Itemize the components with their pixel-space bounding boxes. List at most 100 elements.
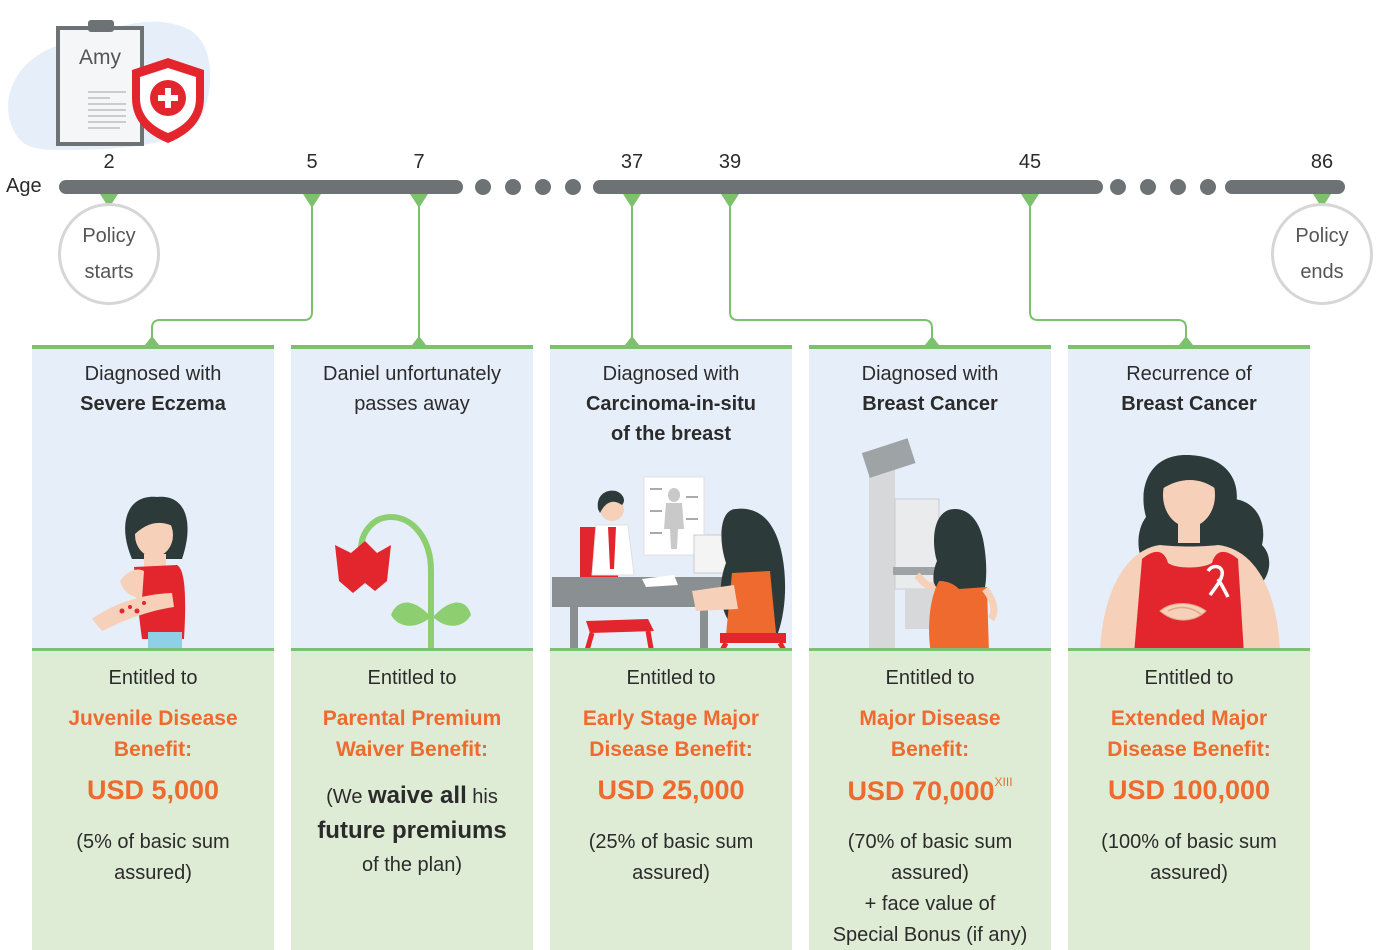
- entitled-label: Entitled to: [885, 667, 975, 689]
- note-line: + face value of: [864, 893, 996, 915]
- benefit-line: Disease Benefit:: [1107, 738, 1271, 761]
- connector-lines: [108, 204, 1323, 345]
- waiver-text: his: [466, 786, 498, 808]
- benefit-note: (70% of basic sum assured) + face value …: [809, 827, 1051, 950]
- event-line: Diagnosed with: [84, 363, 222, 385]
- event-condition: Carcinoma-in-situ: [585, 393, 757, 415]
- note-line: (25% of basic sum: [588, 831, 754, 853]
- event-text: Diagnosed with Severe Eczema: [32, 359, 274, 419]
- card-event-panel: Diagnosed with Breast Cancer: [809, 345, 1051, 654]
- header-illustration: [8, 20, 211, 150]
- card-benefit-panel: Entitled to Early Stage Major Disease Be…: [550, 648, 792, 950]
- footnote-marker: XIII: [994, 775, 1013, 789]
- age-86: 86: [1310, 151, 1334, 173]
- waiver-emphasis: future premiums: [317, 817, 507, 844]
- event-line: Daniel unfortunately: [323, 363, 501, 385]
- card-event-panel: Diagnosed with Severe Eczema: [32, 345, 274, 654]
- benefit-line: Parental Premium: [322, 707, 502, 730]
- card-event-panel: Diagnosed with Carcinoma-in-situ of the …: [550, 345, 792, 654]
- child-eczema-illustration: [92, 496, 188, 654]
- benefit-name: Juvenile Disease Benefit:: [32, 703, 274, 765]
- benefit-line: Benefit:: [890, 738, 970, 761]
- age-axis-label: Age: [6, 175, 42, 197]
- note-line: assured): [114, 862, 192, 884]
- timeline-gap-dots: [475, 179, 1216, 195]
- waiver-text: (We: [326, 786, 368, 808]
- benefit-line: Waiver Benefit:: [335, 738, 489, 761]
- age-37: 37: [620, 151, 644, 173]
- benefit-card-premium-waiver: Daniel unfortunately passes away Entitle…: [291, 345, 533, 950]
- benefit-name: Major Disease Benefit:: [809, 703, 1051, 765]
- benefit-note: (25% of basic sum assured): [550, 827, 792, 889]
- card-event-panel: Recurrence of Breast Cancer: [1068, 345, 1310, 654]
- benefit-note: (100% of basic sum assured): [1068, 827, 1310, 889]
- card-benefit-panel: Entitled to Juvenile Disease Benefit: US…: [32, 648, 274, 950]
- event-condition: Breast Cancer: [1121, 393, 1257, 415]
- note-line: (5% of basic sum: [76, 831, 230, 853]
- card-benefit-panel: Entitled to Extended Major Disease Benef…: [1068, 648, 1310, 950]
- doctor-consultation-illustration: [552, 476, 789, 654]
- entitled-label: Entitled to: [1144, 667, 1234, 689]
- event-line: passes away: [354, 393, 470, 415]
- note-line: assured): [891, 862, 969, 884]
- age-45: 45: [1018, 151, 1042, 173]
- mammogram-illustration: [861, 438, 998, 654]
- note-line: assured): [632, 862, 710, 884]
- benefit-name: Extended Major Disease Benefit:: [1068, 703, 1310, 765]
- policy-ends-badge: Policy ends: [1271, 203, 1373, 305]
- benefit-name: Parental Premium Waiver Benefit:: [291, 703, 533, 765]
- policy-starts-badge: Policy starts: [58, 203, 160, 305]
- note-line: assured): [1150, 862, 1228, 884]
- note-line: Special Bonus (if any): [832, 924, 1028, 946]
- event-line: Diagnosed with: [602, 363, 740, 385]
- age-markers: [100, 194, 1331, 345]
- event-condition: Severe Eczema: [80, 393, 226, 415]
- benefit-card-extended-major: Recurrence of Breast Cancer Entitled to …: [1068, 345, 1310, 950]
- event-text: Diagnosed with Breast Cancer: [809, 359, 1051, 419]
- event-line: Recurrence of: [1126, 363, 1252, 385]
- event-text: Daniel unfortunately passes away: [291, 359, 533, 419]
- card-benefit-panel: Entitled to Parental Premium Waiver Bene…: [291, 648, 533, 950]
- benefit-card-major-disease: Diagnosed with Breast Cancer Entitled to…: [809, 345, 1051, 950]
- card-benefit-panel: Entitled to Major Disease Benefit: USD 7…: [809, 648, 1051, 950]
- benefit-name: Early Stage Major Disease Benefit:: [550, 703, 792, 765]
- waiver-description: (We waive all his future premiums of the…: [291, 779, 533, 882]
- age-2: 2: [103, 151, 115, 173]
- event-condition: of the breast: [610, 423, 732, 445]
- patient-name: Amy: [79, 46, 121, 69]
- policy-ends-line1: Policy: [1295, 225, 1349, 247]
- policy-starts-line2: starts: [84, 261, 134, 283]
- amount-value: USD 70,000: [847, 776, 995, 806]
- event-text: Diagnosed with Carcinoma-in-situ of the …: [550, 359, 792, 449]
- benefit-amount: USD 70,000XIII: [809, 775, 1051, 807]
- benefit-line: Early Stage Major: [582, 707, 760, 730]
- event-text: Recurrence of Breast Cancer: [1068, 359, 1310, 419]
- shield-icon: [132, 58, 204, 143]
- waiver-text: of the plan): [361, 854, 463, 876]
- entitled-label: Entitled to: [367, 667, 457, 689]
- wilted-flower-illustration: [335, 513, 471, 654]
- benefit-line: Juvenile Disease: [68, 707, 238, 730]
- card-event-panel: Daniel unfortunately passes away: [291, 345, 533, 654]
- age-5: 5: [306, 151, 318, 173]
- event-line: Diagnosed with: [861, 363, 999, 385]
- woman-awareness-ribbon-illustration: [1100, 455, 1280, 654]
- entitled-label: Entitled to: [626, 667, 716, 689]
- benefit-amount: USD 5,000: [86, 775, 220, 805]
- benefit-line: Extended Major: [1110, 707, 1268, 730]
- note-line: (70% of basic sum: [847, 831, 1013, 853]
- benefit-amount: USD 25,000: [597, 775, 745, 805]
- waiver-emphasis: waive all: [368, 782, 467, 809]
- age-7: 7: [413, 151, 425, 173]
- age-39: 39: [718, 151, 742, 173]
- benefit-amount: USD 100,000: [1107, 775, 1271, 805]
- benefit-card-early-stage: Diagnosed with Carcinoma-in-situ of the …: [550, 345, 792, 950]
- benefit-line: Benefit:: [113, 738, 193, 761]
- benefit-line: Disease Benefit:: [589, 738, 753, 761]
- benefit-line: Major Disease: [859, 707, 1001, 730]
- policy-ends-line2: ends: [1300, 261, 1344, 283]
- benefit-card-juvenile: Diagnosed with Severe Eczema Entitled to…: [32, 345, 274, 950]
- policy-starts-line1: Policy: [82, 225, 136, 247]
- note-line: (100% of basic sum: [1101, 831, 1277, 853]
